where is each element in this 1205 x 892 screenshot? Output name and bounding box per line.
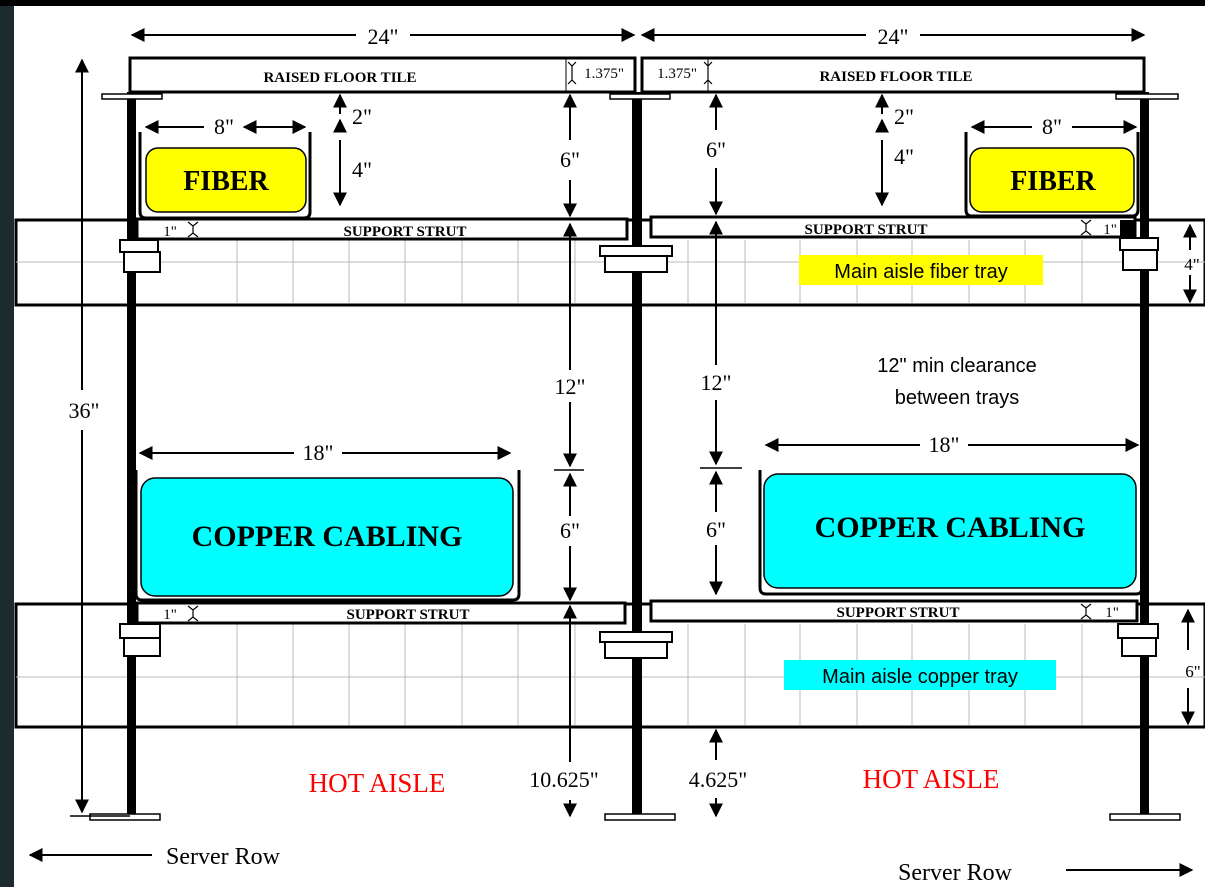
main-aisle-copper-tray-label: Main aisle copper tray <box>822 666 1018 688</box>
dim-center-mid-left: 12" <box>555 374 586 399</box>
copper-label-right: COPPER CABLING <box>815 511 1086 544</box>
dim-copper-height-left: 6" <box>560 518 580 543</box>
dim-bottom-left: 10.625" <box>529 767 598 792</box>
clearance-note-line1: 12" min clearance <box>877 355 1036 377</box>
clearance-note-line2: between trays <box>895 387 1020 409</box>
support-strut-label-1: SUPPORT STRUT <box>344 224 467 240</box>
support-strut-label-3: SUPPORT STRUT <box>347 607 470 623</box>
main-aisle-fiber-tray-label: Main aisle fiber tray <box>834 261 1007 283</box>
dim-center-mid-right: 12" <box>701 370 732 395</box>
raised-floor-tile-label-left: RAISED FLOOR TILE <box>263 70 416 86</box>
dimension-lines <box>28 28 1197 877</box>
pedestal-base-plates <box>89 813 1181 821</box>
tile-thickness-label-right: 1.375" <box>657 66 697 82</box>
dim-fiber-tray-height: 4" <box>1184 255 1199 274</box>
dim-center-upper-right: 6" <box>706 137 726 162</box>
dim-copper-width-right: 18" <box>929 432 960 457</box>
fiber-label-right: FIBER <box>1010 166 1096 197</box>
support-strut-label-4: SUPPORT STRUT <box>837 605 960 621</box>
pedestal-head-plates <box>101 93 1179 100</box>
copper-label-left: COPPER CABLING <box>192 520 463 553</box>
dim-fiber-height-right: 4" <box>894 144 914 169</box>
copper-tray-left <box>134 470 521 602</box>
dim-width-right: 24" <box>878 24 909 49</box>
fiber-tray-label-bg <box>799 255 1043 285</box>
server-row-label-right: Server Row <box>898 860 1013 886</box>
strut-thickness-ticks <box>187 219 1092 622</box>
support-strut-label-2: SUPPORT STRUT <box>805 222 928 238</box>
photo-edge-strip <box>0 0 14 887</box>
fiber-tray-right <box>964 132 1140 218</box>
dim-copper-width-left: 18" <box>303 440 334 465</box>
server-row-label-left: Server Row <box>166 844 281 870</box>
raised-floor-tile-right <box>640 56 1146 94</box>
raised-floor-tile-label-right: RAISED FLOOR TILE <box>819 69 972 85</box>
copper-tray-right <box>758 470 1144 596</box>
tile-thickness-ticks <box>567 61 713 85</box>
tile-thickness-label-left: 1.375" <box>584 66 624 82</box>
dimension-labels: 24" 24" 8" 8" 2" 2" 4" 4" 6" 6" 36" 12" … <box>69 24 1062 792</box>
strut-end-block <box>1120 220 1134 236</box>
copper-strut-label-right: 1" <box>1105 605 1119 621</box>
dim-total-height: 36" <box>69 398 100 423</box>
copper-strut-label-left: 1" <box>163 607 177 623</box>
dim-bottom-right: 4.625" <box>689 767 747 792</box>
support-struts <box>135 215 1139 625</box>
dim-copper-tray-height: 6" <box>1185 662 1200 681</box>
top-border <box>0 0 1205 6</box>
hot-aisle-label-left: HOT AISLE <box>309 768 446 798</box>
fiber-label-left: FIBER <box>183 166 269 197</box>
pedestal-posts <box>127 92 1149 816</box>
dim-width-left: 24" <box>368 24 399 49</box>
dim-copper-height-right: 6" <box>706 517 726 542</box>
dim-fiber-gap-right: 2" <box>894 104 914 129</box>
dim-center-upper-left: 6" <box>560 147 580 172</box>
dim-fiber-width-right: 8" <box>1042 114 1062 139</box>
dim-fiber-gap-left: 2" <box>352 104 372 129</box>
raised-floor-tile-left <box>128 56 637 94</box>
fiber-tray-left <box>138 132 312 220</box>
dim-fiber-height-left: 4" <box>352 157 372 182</box>
copper-tray-label-bg <box>784 660 1056 690</box>
fiber-strut-label-right: 1" <box>1103 222 1117 238</box>
dim-fiber-width-left: 8" <box>214 114 234 139</box>
strut-clamps <box>119 237 1159 659</box>
fiber-strut-label-left: 1" <box>163 224 177 240</box>
hot-aisle-label-right: HOT AISLE <box>863 764 1000 794</box>
